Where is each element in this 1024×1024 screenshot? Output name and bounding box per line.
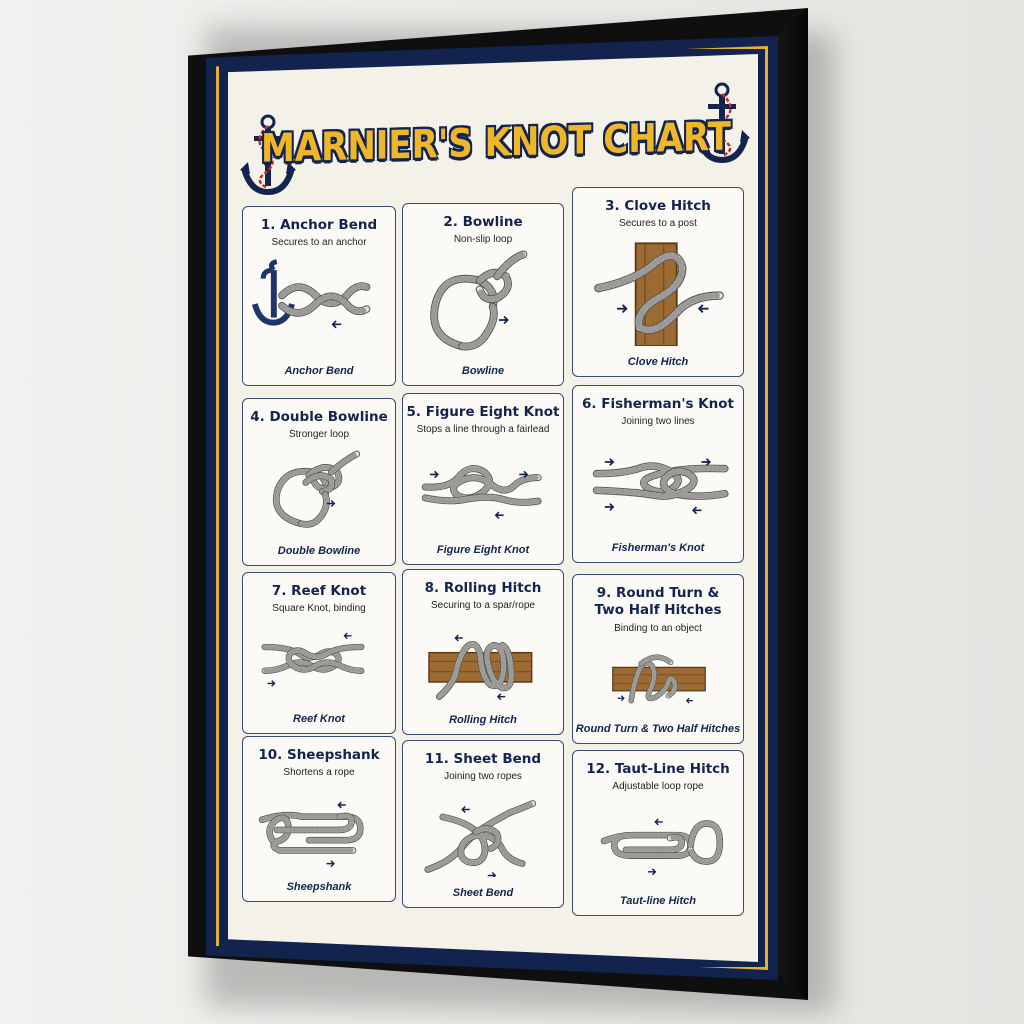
knot-title: 1. Anchor Bend: [260, 217, 378, 233]
knot-title: 7. Reef Knot: [271, 583, 367, 599]
knot-description: Secures to an anchor: [271, 237, 367, 248]
knot-title-line2: Two Half Hitches: [594, 602, 722, 618]
knot-title: 10. Sheepshank: [258, 747, 380, 763]
knot-title: 9. Round Turn &: [596, 585, 720, 601]
figure-eight-icon: [421, 465, 542, 519]
clove-hitch-icon: [594, 242, 724, 346]
knot-title: 8. Rolling Hitch: [424, 580, 542, 596]
knot-caption: Double Bowline: [277, 545, 361, 557]
knot-caption: Sheet Bend: [452, 887, 514, 899]
anchor-left-icon: [240, 114, 296, 196]
knot-description: Stronger loop: [288, 429, 350, 440]
knot-caption: Clove Hitch: [627, 356, 689, 368]
anchor-bend-icon: [251, 259, 371, 329]
knot-description: Joining two lines: [621, 416, 695, 427]
double-bowline-icon: [272, 450, 361, 528]
knot-title: 11. Sheet Bend: [424, 751, 542, 767]
knot-title: 12. Taut-Line Hitch: [586, 761, 730, 777]
poster-title: MARNIER'S KNOT CHART: [261, 113, 731, 173]
knot-description: Joining two ropes: [444, 771, 522, 782]
taut-line-hitch-icon: [600, 818, 724, 876]
knot-caption: Round Turn & Two Half Hitches: [575, 723, 741, 735]
knot-caption: Sheepshank: [286, 881, 352, 893]
rolling-hitch-icon: [428, 634, 533, 701]
knot-caption: Rolling Hitch: [449, 714, 517, 726]
knot-title: 5. Figure Eight Knot: [406, 404, 560, 420]
round-turn-icon: [612, 654, 706, 704]
knot-description: Adjustable loop rope: [612, 781, 704, 792]
knot-title: 6. Fisherman's Knot: [582, 396, 734, 412]
knot-caption: Bowline: [461, 365, 505, 377]
knot-description: Securing to a spar/rope: [431, 600, 535, 611]
knot-caption: Reef Knot: [293, 713, 345, 725]
knot-caption: Figure Eight Knot: [436, 544, 530, 556]
anchor-right-icon: [694, 82, 750, 164]
knot-description: Non-slip loop: [453, 234, 513, 245]
sheet-bend-icon: [424, 800, 537, 877]
knot-caption: Fisherman's Knot: [611, 542, 705, 554]
knot-title: 3. Clove Hitch: [605, 198, 711, 214]
knot-caption: Anchor Bend: [284, 365, 354, 377]
bowline-icon: [430, 250, 528, 351]
knot-title: 4. Double Bowline: [250, 409, 388, 425]
title-container: MARNIER'S KNOT CHART: [261, 108, 731, 178]
sheepshank-icon: [258, 801, 364, 868]
knot-title: 2. Bowline: [443, 214, 523, 230]
knot-description: Stops a line through a fairlead: [416, 424, 550, 435]
knot-description: Binding to an object: [614, 623, 702, 634]
fishermans-knot-icon: [592, 458, 729, 515]
knot-description: Square Knot, binding: [272, 603, 366, 614]
reef-knot-icon: [261, 632, 365, 687]
knot-description: Shortens a rope: [283, 767, 355, 778]
knot-caption: Taut-line Hitch: [620, 895, 696, 907]
knot-description: Secures to a post: [619, 218, 697, 229]
